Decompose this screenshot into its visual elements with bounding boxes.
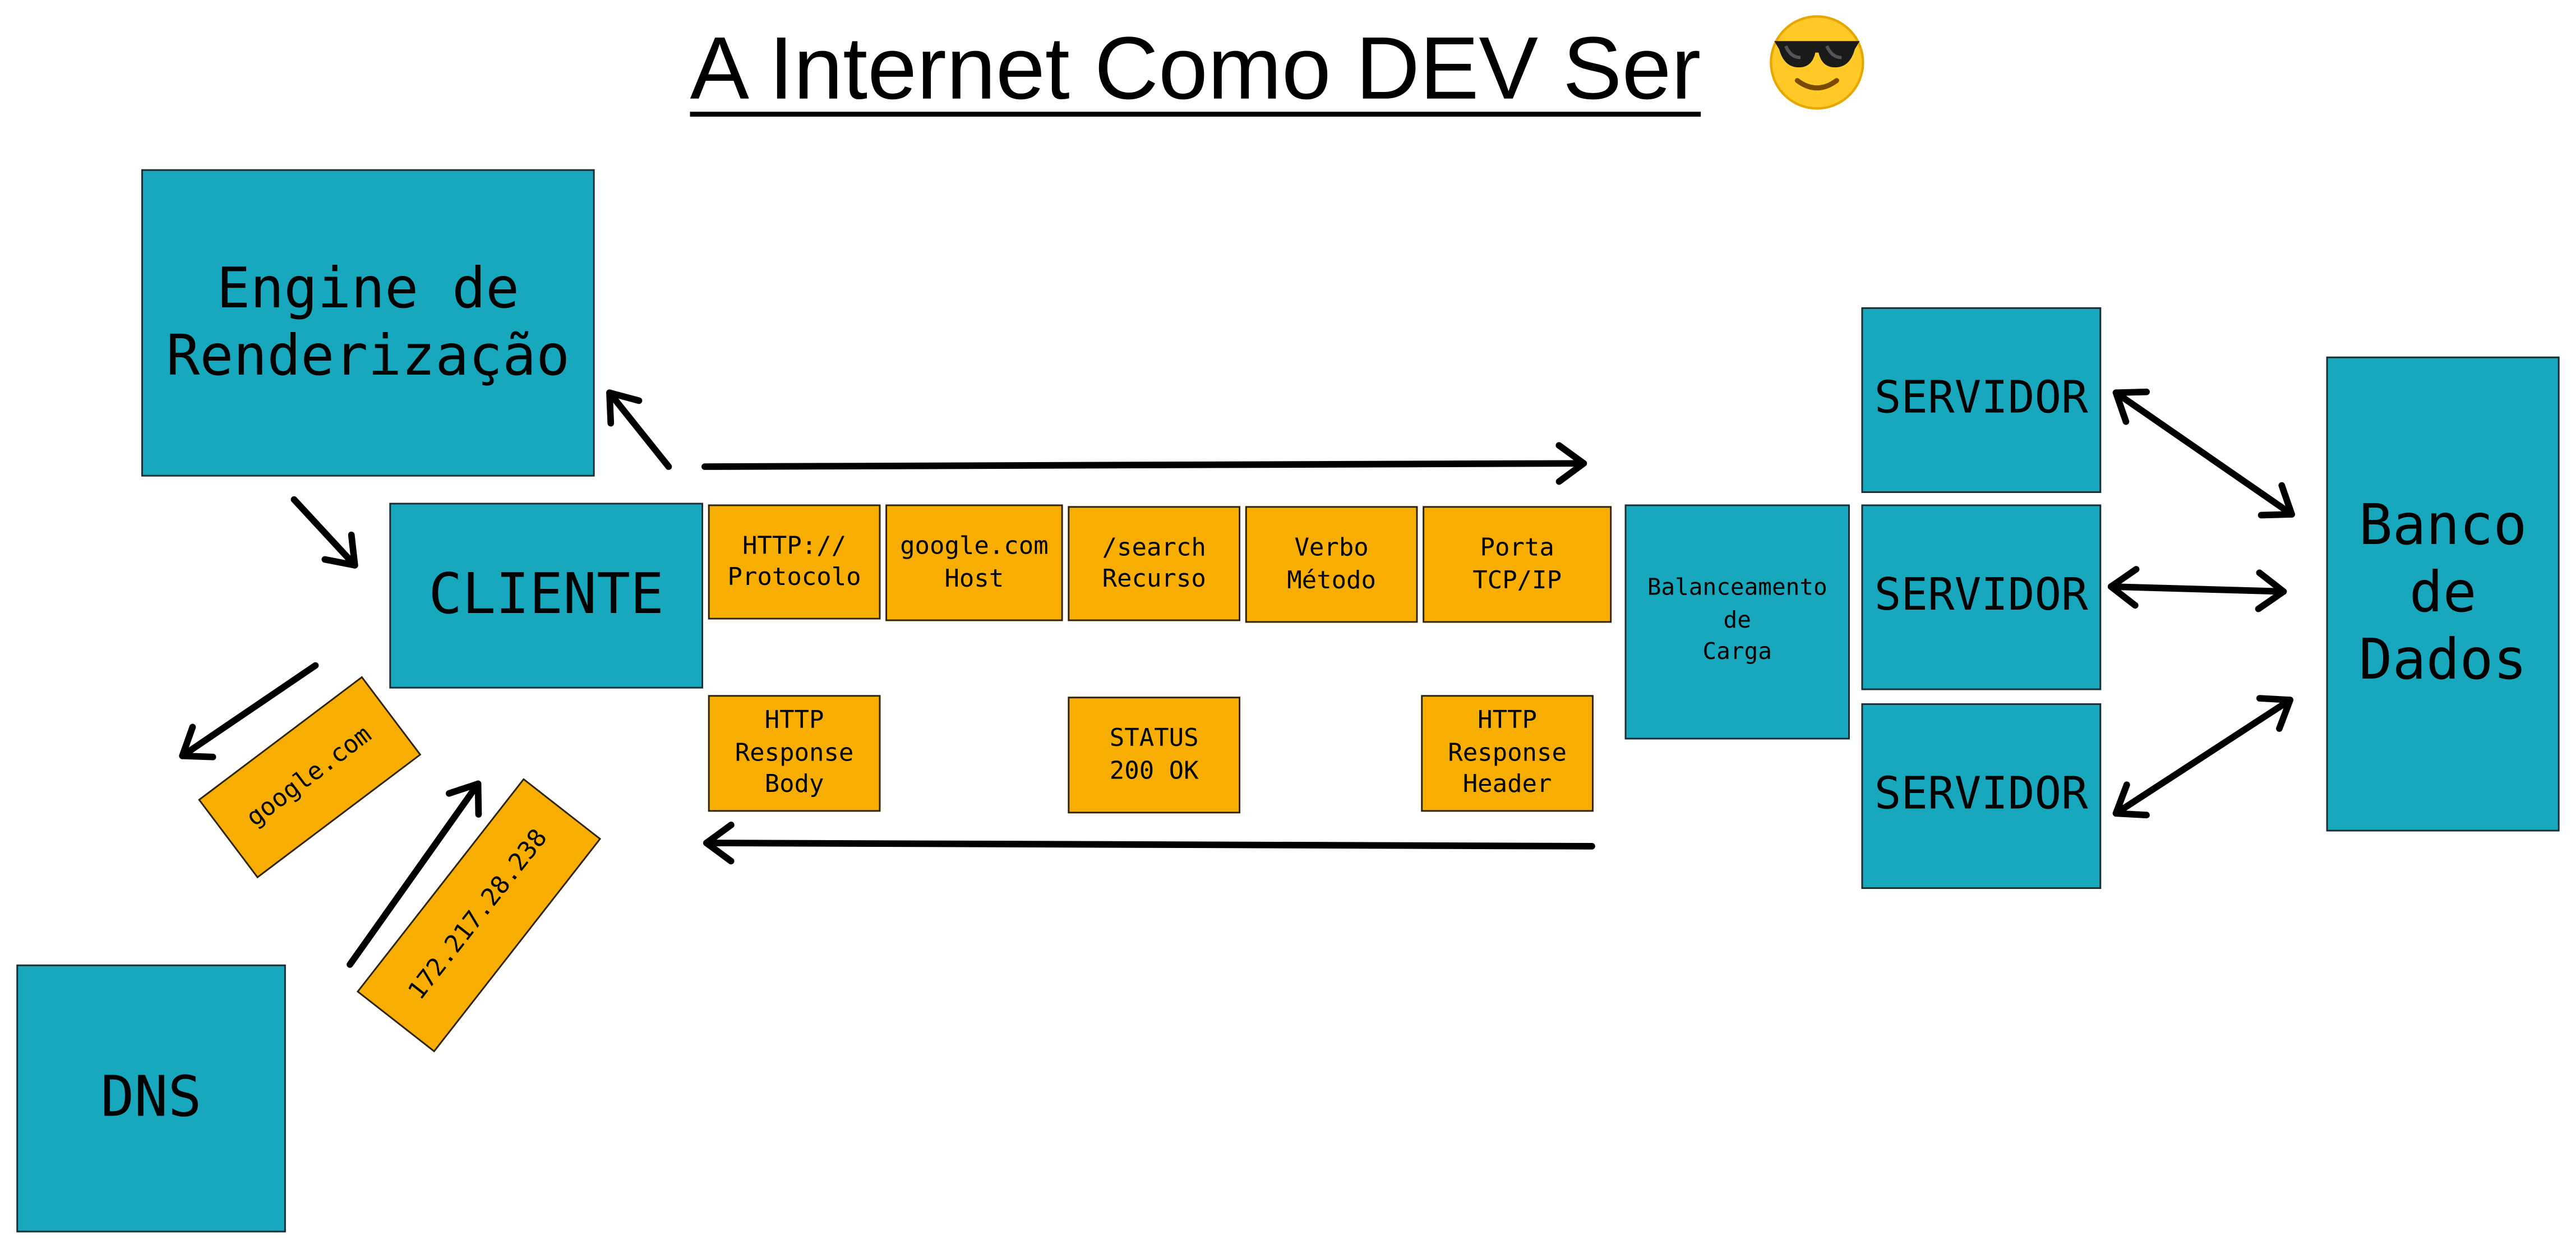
dns-box: DNS (16, 964, 286, 1233)
response-header-note: HTTP Response Header (1421, 695, 1594, 812)
arrow-request-to-balanceamento (701, 442, 1587, 485)
banco-de-dados-box: Banco de Dados (2326, 356, 2560, 832)
request-protocolo-note: HTTP:// Protocolo (708, 504, 881, 620)
servidor-box-1: SERVIDOR (1861, 307, 2102, 493)
arrow-engine-to-cliente (290, 496, 358, 569)
balanceamento-de-carga-box: Balanceamento de Carga (1624, 504, 1850, 740)
cliente-box: CLIENTE (389, 503, 703, 689)
response-status-note: STATUS 200 OK (1068, 697, 1240, 814)
servidor-box-2: SERVIDOR (1861, 504, 2102, 690)
servidor-box-3: SERVIDOR (1861, 703, 2102, 889)
arrow-servidor-3-banco (2112, 695, 2294, 819)
request-metodo-note: Verbo Método (1245, 506, 1418, 623)
arrow-response-to-cliente (703, 822, 1595, 865)
arrow-dns-to-cliente (347, 780, 482, 968)
request-recurso-note: /search Recurso (1068, 506, 1240, 621)
engine-renderizacao-box: Engine de Renderização (141, 169, 595, 477)
arrow-cliente-to-dns (179, 662, 319, 761)
arrow-servidor-2-banco (2107, 566, 2287, 612)
arrow-servidor-1-banco (2112, 388, 2295, 519)
arrow-cliente-to-engine (606, 389, 672, 470)
request-host-note: google.com Host (885, 504, 1063, 621)
page-title: A Internet Como DEV Ser (690, 13, 1867, 128)
response-body-note: HTTP Response Body (708, 695, 881, 812)
title-text: A Internet Como DEV Ser (690, 20, 1701, 118)
smiling-face-with-sunglasses-icon (1768, 13, 1867, 112)
request-porta-note: Porta TCP/IP (1423, 506, 1612, 623)
